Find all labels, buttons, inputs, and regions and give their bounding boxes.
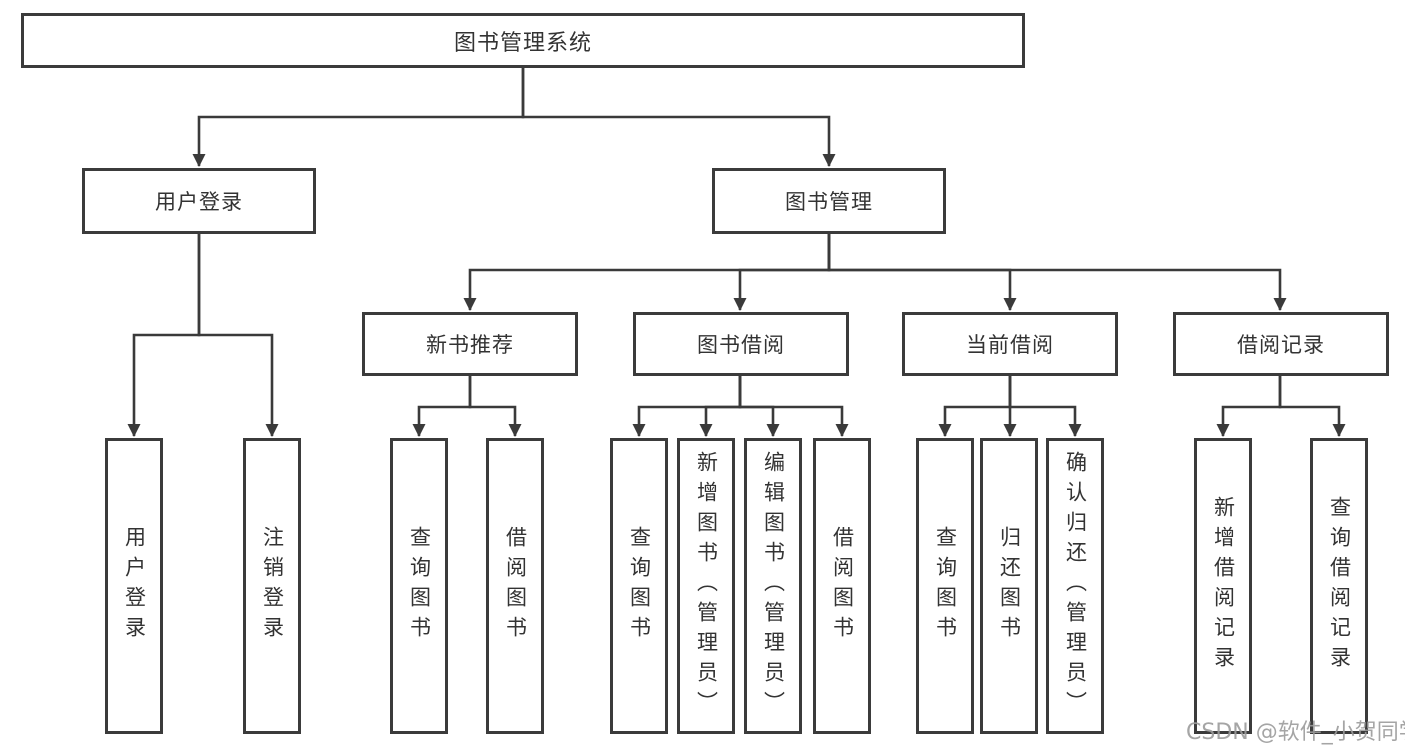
leaf-return-books-label: 归还图书: [997, 526, 1022, 646]
leaf-confirm-return-admin-label: 确认归还（管理员）: [1063, 451, 1088, 721]
leaf-user-login: 用户登录: [105, 438, 163, 734]
leaf-edit-books-admin: 编辑图书（管理员）: [744, 438, 802, 734]
node-user-login-label: 用户登录: [155, 190, 243, 214]
leaf-confirm-return-admin: 确认归还（管理员）: [1046, 438, 1104, 734]
leaf-query-books-current: 查询图书: [916, 438, 974, 734]
leaf-return-books: 归还图书: [980, 438, 1038, 734]
node-current-borrowing-label: 当前借阅: [966, 333, 1054, 357]
node-borrowing-records-label: 借阅记录: [1237, 333, 1325, 357]
node-current-borrowing: 当前借阅: [902, 312, 1118, 376]
node-new-book-recommendation: 新书推荐: [362, 312, 578, 376]
leaf-query-books-current-label: 查询图书: [933, 526, 958, 646]
leaf-add-borrow-record: 新增借阅记录: [1194, 438, 1252, 734]
leaf-edit-books-admin-label: 编辑图书（管理员）: [761, 451, 786, 721]
leaf-add-borrow-record-label: 新增借阅记录: [1211, 496, 1236, 676]
node-book-management-label: 图书管理: [785, 190, 873, 214]
leaf-query-books-recommend: 查询图书: [390, 438, 448, 734]
leaf-query-borrow-record: 查询借阅记录: [1310, 438, 1368, 734]
leaf-add-books-admin-label: 新增图书（管理员）: [694, 451, 719, 721]
leaf-user-login-label: 用户登录: [122, 526, 147, 646]
leaf-add-books-admin: 新增图书（管理员）: [677, 438, 735, 734]
node-new-book-recommendation-label: 新书推荐: [426, 333, 514, 357]
node-borrowing-records: 借阅记录: [1173, 312, 1389, 376]
leaf-query-books-borrowing: 查询图书: [610, 438, 668, 734]
node-root: 图书管理系统: [21, 13, 1025, 68]
leaf-logout: 注销登录: [243, 438, 301, 734]
node-root-label: 图书管理系统: [453, 30, 592, 56]
leaf-borrow-books-recommend: 借阅图书: [486, 438, 544, 734]
node-book-borrowing: 图书借阅: [633, 312, 849, 376]
node-book-management: 图书管理: [712, 168, 946, 234]
leaf-borrow-books: 借阅图书: [813, 438, 871, 734]
leaf-borrow-books-label: 借阅图书: [830, 526, 855, 646]
node-book-borrowing-label: 图书借阅: [697, 333, 785, 357]
leaf-query-borrow-record-label: 查询借阅记录: [1327, 496, 1352, 676]
node-user-login: 用户登录: [82, 168, 316, 234]
leaf-query-books-recommend-label: 查询图书: [407, 526, 432, 646]
watermark: CSDN @软件_小贺同学: [1186, 720, 1405, 745]
leaf-borrow-books-recommend-label: 借阅图书: [503, 526, 528, 646]
leaf-logout-label: 注销登录: [260, 526, 285, 646]
leaf-query-books-borrowing-label: 查询图书: [627, 526, 652, 646]
